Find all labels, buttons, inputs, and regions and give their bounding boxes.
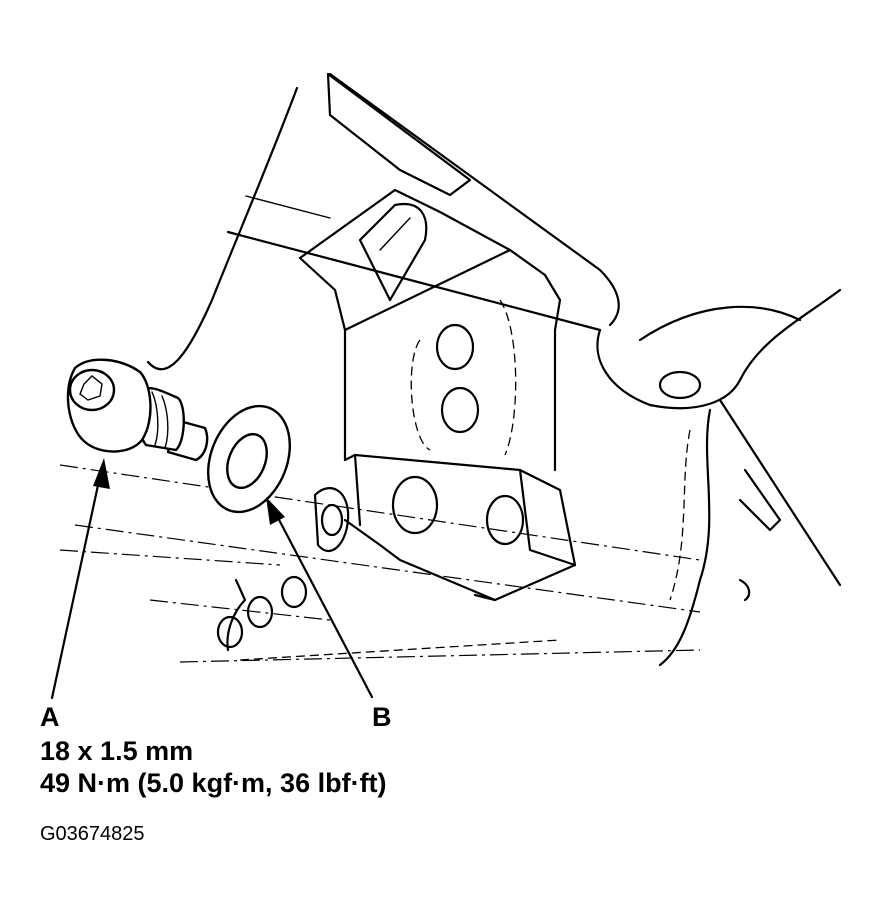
- part-label-a: A: [40, 702, 60, 732]
- arrow-a-head-icon: [93, 458, 110, 489]
- torque-spec: 49 N·m (5.0 kgf·m, 36 lbf·ft): [40, 768, 387, 798]
- figure-id: G03674825: [40, 823, 145, 845]
- center-lines: [59, 464, 701, 663]
- part-label-b: B: [372, 702, 392, 732]
- transmission-housing: [146, 72, 842, 667]
- mounting-bracket: [298, 188, 577, 602]
- flange-bolt: [66, 358, 209, 462]
- arrow-b-head-icon: [266, 497, 285, 525]
- sealing-washer: [206, 404, 292, 514]
- lower-housing: [216, 487, 561, 661]
- bolt-size-spec: 18 x 1.5 mm: [40, 736, 194, 766]
- leader-arrows: [50, 458, 374, 700]
